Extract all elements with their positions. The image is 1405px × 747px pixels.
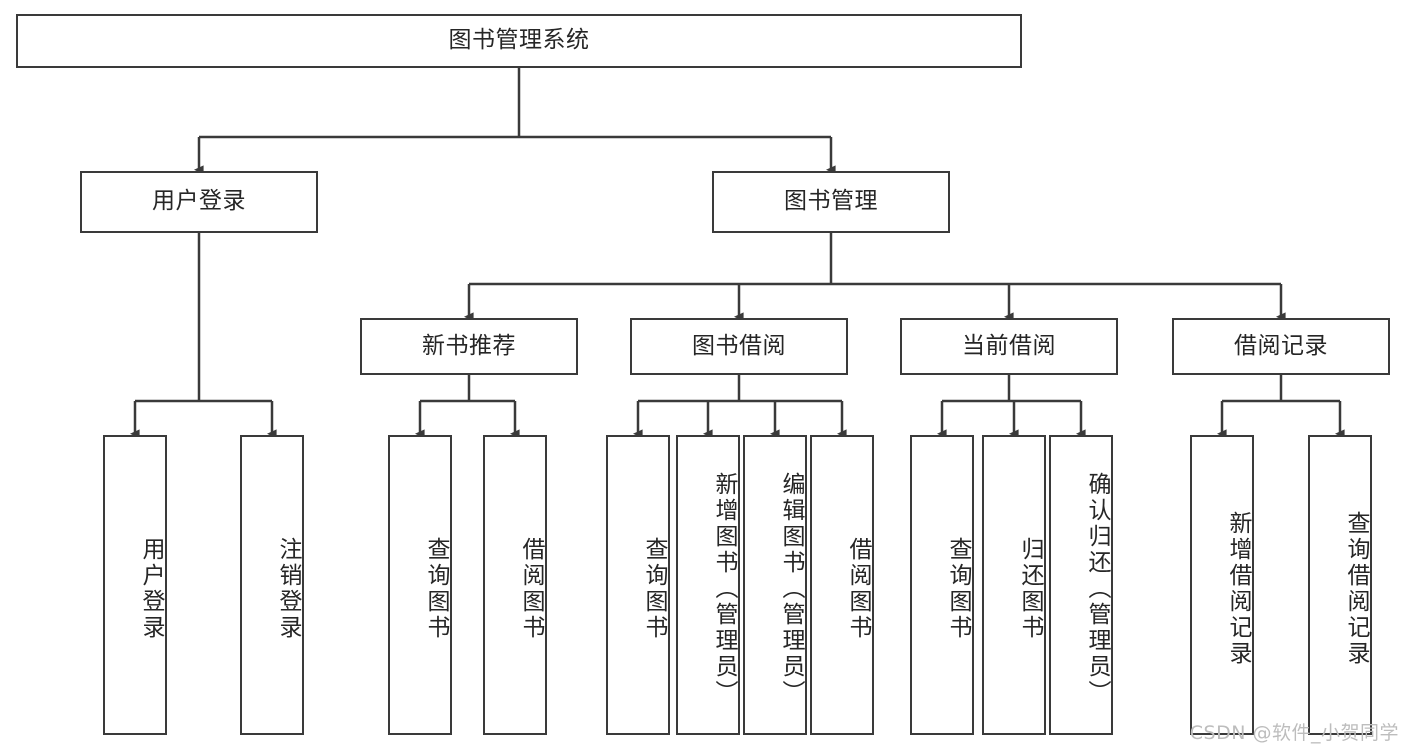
node-leaf-query-book-2[interactable]: 查询图书 xyxy=(606,435,670,735)
node-leaf-return-book[interactable]: 归还图书 xyxy=(982,435,1046,735)
node-label: 图书借阅 xyxy=(692,332,786,359)
node-leaf-confirm-return[interactable]: 确认归还（管理员） xyxy=(1049,435,1113,735)
node-label: 借阅图书 xyxy=(845,537,871,641)
node-label: 归还图书 xyxy=(1017,537,1043,641)
node-leaf-borrow-book-2[interactable]: 借阅图书 xyxy=(810,435,874,735)
node-root[interactable]: 图书管理系统 xyxy=(16,14,1022,68)
node-leaf-user-login[interactable]: 用户登录 xyxy=(103,435,167,735)
node-leaf-query-book-1[interactable]: 查询图书 xyxy=(388,435,452,735)
node-current-borrow[interactable]: 当前借阅 xyxy=(900,318,1118,375)
node-label: 用户登录 xyxy=(152,188,246,215)
node-label: 新书推荐 xyxy=(422,332,516,359)
node-label: 借阅记录 xyxy=(1234,332,1328,359)
node-leaf-add-record[interactable]: 新增借阅记录 xyxy=(1190,435,1254,735)
edge-group xyxy=(130,68,1345,439)
node-leaf-user-logout[interactable]: 注销登录 xyxy=(240,435,304,735)
node-leaf-add-book[interactable]: 新增图书（管理员） xyxy=(676,435,740,735)
node-label: 新增借阅记录 xyxy=(1225,511,1251,667)
node-label: 新增图书（管理员） xyxy=(711,472,737,706)
node-user-login[interactable]: 用户登录 xyxy=(80,171,318,233)
node-new-book-rec[interactable]: 新书推荐 xyxy=(360,318,578,375)
node-label: 图书管理系统 xyxy=(448,27,590,54)
node-label: 用户登录 xyxy=(138,537,164,641)
node-label: 查询图书 xyxy=(641,537,667,641)
node-label: 借阅图书 xyxy=(518,537,544,641)
node-leaf-query-record[interactable]: 查询借阅记录 xyxy=(1308,435,1372,735)
watermark-label: CSDN @软件_小贺同学 xyxy=(1189,722,1399,744)
node-borrow-record[interactable]: 借阅记录 xyxy=(1172,318,1390,375)
node-leaf-edit-book[interactable]: 编辑图书（管理员） xyxy=(743,435,807,735)
node-label: 图书管理 xyxy=(784,188,878,215)
node-leaf-borrow-book-1[interactable]: 借阅图书 xyxy=(483,435,547,735)
node-label: 当前借阅 xyxy=(962,332,1056,359)
node-label: 编辑图书（管理员） xyxy=(778,472,804,706)
node-leaf-query-book-3[interactable]: 查询图书 xyxy=(910,435,974,735)
node-book-manage[interactable]: 图书管理 xyxy=(712,171,950,233)
node-label: 查询图书 xyxy=(423,537,449,641)
node-label: 查询图书 xyxy=(945,537,971,641)
node-label: 注销登录 xyxy=(275,537,301,641)
node-book-borrow[interactable]: 图书借阅 xyxy=(630,318,848,375)
node-label: 确认归还（管理员） xyxy=(1084,472,1110,706)
node-label: 查询借阅记录 xyxy=(1343,511,1369,667)
